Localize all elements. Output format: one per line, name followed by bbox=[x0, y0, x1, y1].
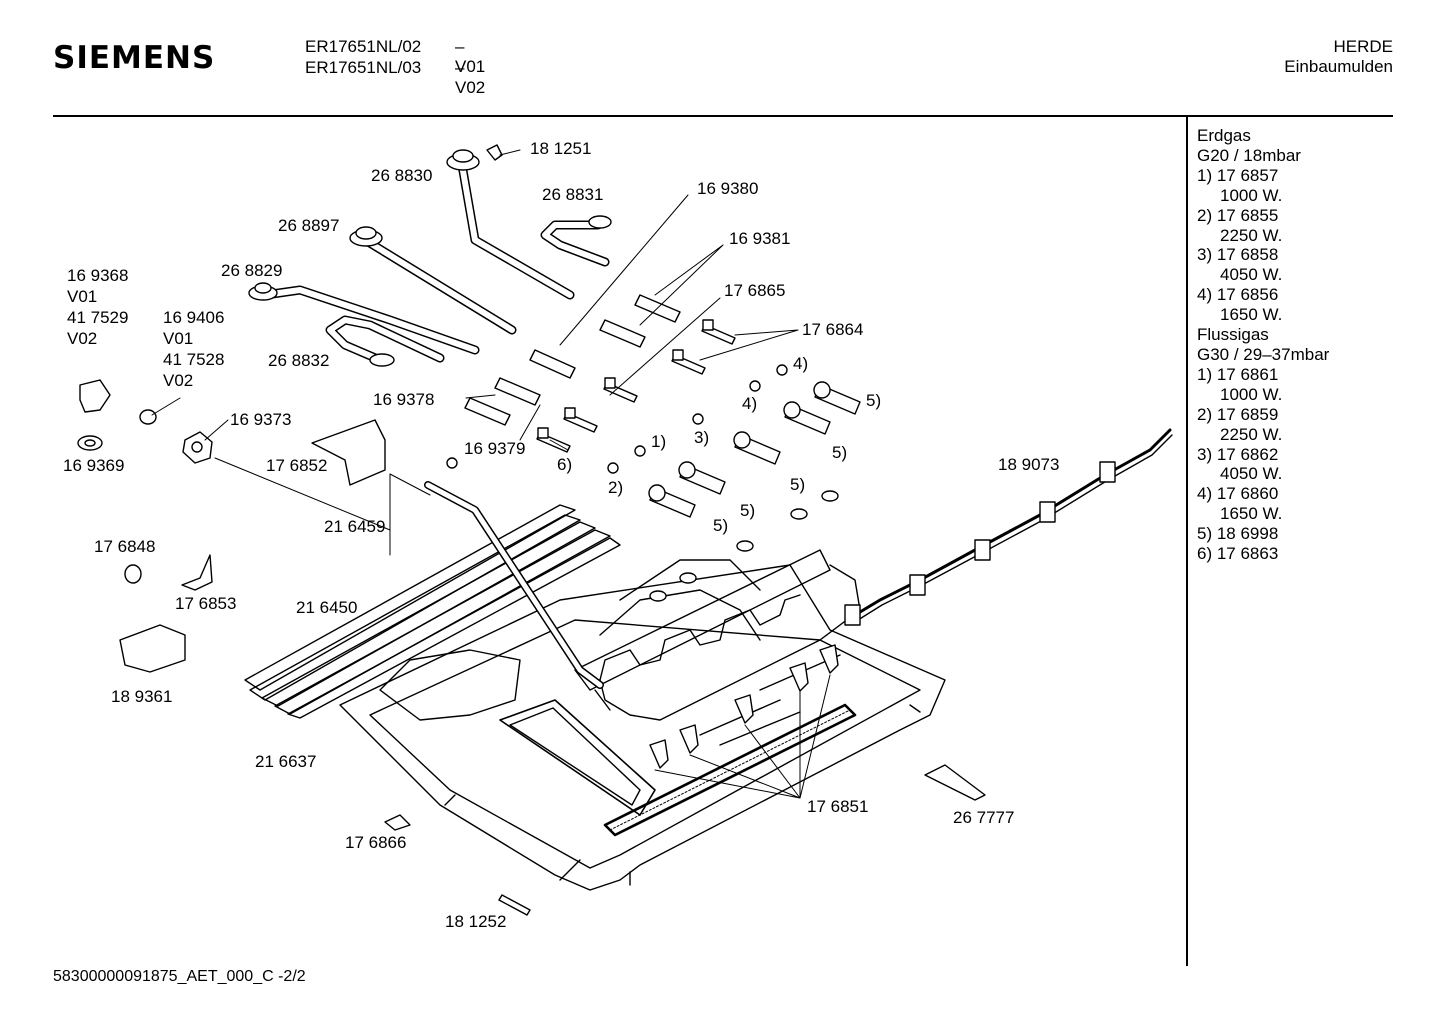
legend-item: 2) 17 6855 bbox=[1197, 205, 1279, 225]
model-line-2: ER17651NL/03 – V02 bbox=[305, 58, 485, 97]
legend-watt: 1000 W. bbox=[1220, 185, 1283, 205]
category-subtitle: Einbaumulden bbox=[1284, 57, 1393, 76]
part-label: 17 6865 bbox=[724, 281, 786, 300]
legend-watt: 1650 W. bbox=[1220, 305, 1283, 325]
gas-rail bbox=[574, 549, 861, 721]
part-label: 4) bbox=[793, 354, 809, 373]
part-label: 16 9373 bbox=[230, 410, 292, 429]
part-label: 17 6852 bbox=[266, 456, 328, 475]
header-divider bbox=[53, 115, 1393, 117]
legend-item: 2) 17 6859 bbox=[1197, 404, 1279, 424]
part-label: 4) bbox=[742, 394, 758, 413]
part-label: 17 6864 bbox=[802, 320, 864, 339]
legend-item: 1) 17 6861 bbox=[1197, 364, 1279, 384]
legend-item: 6) 17 6863 bbox=[1197, 544, 1279, 564]
part-label: V01 bbox=[67, 287, 98, 306]
part-label: 21 6450 bbox=[296, 598, 358, 617]
part-label: 26 8897 bbox=[278, 216, 340, 235]
part-label: 18 1251 bbox=[530, 139, 592, 158]
part-label: 1) bbox=[651, 432, 667, 451]
part-label: 5) bbox=[740, 501, 756, 520]
gas-legend: Erdgas G20 / 18mbar 1) 17 6857 1000 W. 2… bbox=[1197, 126, 1329, 564]
legend-gas1-spec: G20 / 18mbar bbox=[1197, 145, 1301, 165]
legend-item: 3) 17 6862 bbox=[1197, 444, 1279, 464]
brackets bbox=[384, 644, 986, 916]
part-label: 16 9368 bbox=[67, 266, 129, 285]
model-variant-1: – V01 bbox=[455, 37, 486, 76]
legend-watt: 4050 W. bbox=[1220, 464, 1283, 484]
part-label: 5) bbox=[832, 443, 848, 462]
part-label: 41 7528 bbox=[163, 350, 225, 369]
part-label: 16 9406 bbox=[163, 308, 225, 327]
part-label: V02 bbox=[67, 329, 98, 348]
legend-watt: 4050 W. bbox=[1220, 265, 1283, 285]
model-variant-2: – V02 bbox=[455, 58, 486, 97]
small-nuts bbox=[446, 364, 839, 602]
legend-item: 4) 17 6856 bbox=[1197, 285, 1279, 305]
part-label: 16 9381 bbox=[729, 229, 791, 248]
leader-lines bbox=[151, 149, 831, 799]
part-label: 21 6637 bbox=[255, 752, 317, 771]
part-label: 2) bbox=[608, 478, 624, 497]
wiring-harness bbox=[844, 428, 1173, 626]
gas-valves bbox=[648, 381, 861, 518]
legend-gas2-name: Flussigas bbox=[1197, 325, 1269, 345]
part-label: 16 9380 bbox=[697, 179, 759, 198]
part-label: 21 6459 bbox=[324, 517, 386, 536]
part-label: 5) bbox=[866, 391, 882, 410]
legend-gas1-name: Erdgas bbox=[1197, 126, 1251, 145]
category-title: HERDE bbox=[1333, 37, 1393, 56]
screws bbox=[536, 319, 736, 453]
legend-item: 3) 17 6858 bbox=[1197, 245, 1279, 265]
part-label: 26 8830 bbox=[371, 166, 433, 185]
long-pipe bbox=[424, 481, 604, 689]
part-label: 18 1252 bbox=[445, 912, 507, 931]
legend-divider bbox=[1186, 116, 1188, 966]
part-label: 26 8832 bbox=[268, 351, 330, 370]
profile-bars bbox=[244, 504, 621, 719]
model-code-1: ER17651NL/02 bbox=[305, 37, 422, 56]
legend-watt: 2250 W. bbox=[1220, 424, 1283, 444]
short-tubes bbox=[464, 294, 681, 426]
part-label: 26 8831 bbox=[542, 185, 604, 204]
part-label: 3) bbox=[694, 428, 710, 447]
legend-watt: 2250 W. bbox=[1220, 225, 1283, 245]
brand-logo: SIEMENS bbox=[53, 40, 216, 76]
document-footer: 58300000091875_AET_000_C -2/2 bbox=[53, 968, 306, 985]
base-tray bbox=[339, 559, 946, 891]
part-label: 16 9369 bbox=[63, 456, 125, 475]
part-label: 17 6848 bbox=[94, 537, 156, 556]
part-label: 41 7529 bbox=[67, 308, 129, 327]
part-label: 18 9361 bbox=[111, 687, 173, 706]
model-line-1: ER17651NL/02 – V01 bbox=[305, 37, 485, 76]
model-code-2: ER17651NL/03 bbox=[305, 58, 422, 77]
part-label: 5) bbox=[713, 516, 729, 535]
part-label: 26 8829 bbox=[221, 261, 283, 280]
legend-item: 5) 18 6998 bbox=[1197, 524, 1279, 544]
part-label: 17 6851 bbox=[807, 797, 869, 816]
part-label: 6) bbox=[557, 455, 573, 474]
category-block: HERDE Einbaumulden bbox=[1284, 37, 1393, 77]
part-label: 5) bbox=[790, 475, 806, 494]
part-label: 16 9378 bbox=[373, 390, 435, 409]
left-small-parts bbox=[77, 379, 386, 673]
legend-watt: 1650 W. bbox=[1220, 504, 1283, 524]
burner-heads bbox=[248, 144, 612, 367]
part-label: 16 9379 bbox=[464, 439, 526, 458]
part-label: V01 bbox=[163, 329, 194, 348]
burner-pipes bbox=[260, 160, 610, 365]
legend-item: 1) 17 6857 bbox=[1197, 165, 1279, 185]
part-label: 26 7777 bbox=[953, 808, 1015, 827]
part-label: 17 6853 bbox=[175, 594, 237, 613]
legend-watt: 1000 W. bbox=[1220, 384, 1283, 404]
part-label: 18 9073 bbox=[998, 455, 1060, 474]
legend-gas2-spec: G30 / 29–37mbar bbox=[1197, 344, 1330, 364]
legend-item: 4) 17 6860 bbox=[1197, 484, 1279, 504]
part-label: 17 6866 bbox=[345, 833, 407, 852]
part-label: V02 bbox=[163, 371, 194, 390]
